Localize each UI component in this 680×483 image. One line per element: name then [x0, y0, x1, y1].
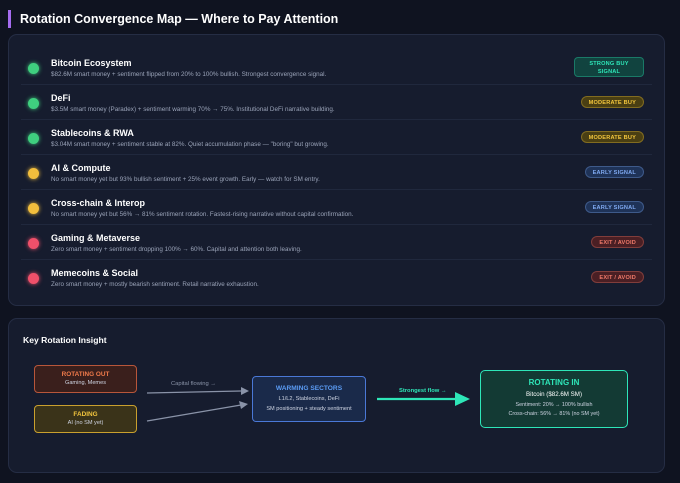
insight-title: Key Rotation Insight: [23, 335, 107, 345]
strongest-flow-label: Strongest flow →: [399, 388, 447, 394]
sector-name: Bitcoin Ecosystem: [51, 58, 132, 68]
sector-name: Cross-chain & Interop: [51, 198, 146, 208]
fading-sectors: AI (no SM yet): [67, 420, 104, 426]
sector-description: $3.5M smart money (Paradex) + sentiment …: [51, 106, 335, 113]
key-rotation-insight-panel: Key Rotation Insight ROTATING OUT Gaming…: [8, 318, 665, 473]
sector-description: $82.6M smart money + sentiment flipped f…: [51, 71, 327, 78]
signal-badge: MODERATE BUY: [580, 96, 644, 108]
sector-row: Cross-chain & Interop No smart money yet …: [21, 190, 652, 225]
status-dot-icon: [28, 273, 39, 284]
signal-badge: MODERATE BUY: [580, 131, 644, 143]
sector-row: Bitcoin Ecosystem $82.6M smart money + se…: [21, 50, 652, 85]
flow-arrows: [146, 387, 470, 422]
rotating-in-node: ROTATING IN Bitcoin ($82.6M SM) Sentimen…: [480, 370, 628, 428]
rotating-out-title: ROTATING OUT: [61, 371, 110, 378]
signal-badge: EXIT / AVOID: [591, 236, 644, 248]
signal-badge: EXIT / AVOID: [591, 271, 644, 283]
rotating-out-sectors: Gaming, Memes: [64, 380, 107, 386]
sector-description: Zero smart money + mostly bearish sentim…: [51, 281, 259, 288]
sector-name: DeFi: [51, 93, 71, 103]
sector-row: Stablecoins & RWA $3.04M smart money + se…: [21, 120, 652, 155]
rotating-in-crosschain: Cross-chain: 56% → 81% (no SM yet): [508, 411, 600, 417]
warming-detail: SM positioning + steady sentiment: [266, 406, 352, 412]
sector-name: Memecoins & Social: [51, 268, 139, 278]
sector-description: No smart money yet but 56% → 81% sentime…: [51, 211, 354, 218]
arrow-head: [455, 392, 470, 406]
arrow-out-to-warming: [146, 390, 242, 394]
rotating-in-sentiment: Sentiment: 20% → 100% bullish: [515, 402, 593, 408]
signal-badge: EARLY SIGNAL: [584, 166, 644, 178]
arrow-fading-to-warming: [146, 404, 242, 422]
page-title: Rotation Convergence Map — Where to Pay …: [8, 10, 338, 28]
rotating-in-title: ROTATING IN: [528, 378, 580, 387]
rotating-in-primary: Bitcoin ($82.6M SM): [525, 391, 583, 398]
sector-name: Gaming & Metaverse: [51, 233, 141, 243]
sector-row: DeFi $3.5M smart money (Paradex) + sentim…: [21, 85, 652, 120]
sector-description: No smart money yet but 93% bullish senti…: [51, 176, 320, 183]
status-dot-icon: [28, 238, 39, 249]
status-dot-icon: [28, 168, 39, 179]
warming-sectors-list: L1/L2, Stablecoins, DeFi: [278, 396, 340, 402]
sector-name: Stablecoins & RWA: [51, 128, 134, 138]
rotating-out-node: ROTATING OUT Gaming, Memes: [34, 365, 137, 393]
sector-name: AI & Compute: [51, 163, 111, 173]
status-dot-icon: [28, 63, 39, 74]
signal-badge: EARLY SIGNAL: [584, 201, 644, 213]
signal-badge: STRONG BUY SIGNAL: [574, 57, 644, 77]
sector-row: AI & Compute No smart money yet but 93% b…: [21, 155, 652, 190]
status-dot-icon: [28, 133, 39, 144]
fading-node: FADING AI (no SM yet): [34, 405, 137, 433]
sector-description: $3.04M smart money + sentiment stable at…: [51, 141, 329, 148]
arrow-head: [239, 401, 248, 409]
sector-description: Zero smart money + sentiment dropping 10…: [51, 246, 302, 253]
warming-title: WARMING SECTORS: [275, 385, 343, 392]
sector-list-panel: Bitcoin Ecosystem $82.6M smart money + se…: [8, 34, 665, 306]
status-dot-icon: [28, 98, 39, 109]
capital-flowing-label: Capital flowing →: [171, 381, 217, 387]
arrow-head: [241, 387, 249, 395]
warming-sectors-node: WARMING SECTORS L1/L2, Stablecoins, DeFi…: [252, 376, 366, 422]
status-dot-icon: [28, 203, 39, 214]
fading-title: FADING: [73, 411, 98, 418]
